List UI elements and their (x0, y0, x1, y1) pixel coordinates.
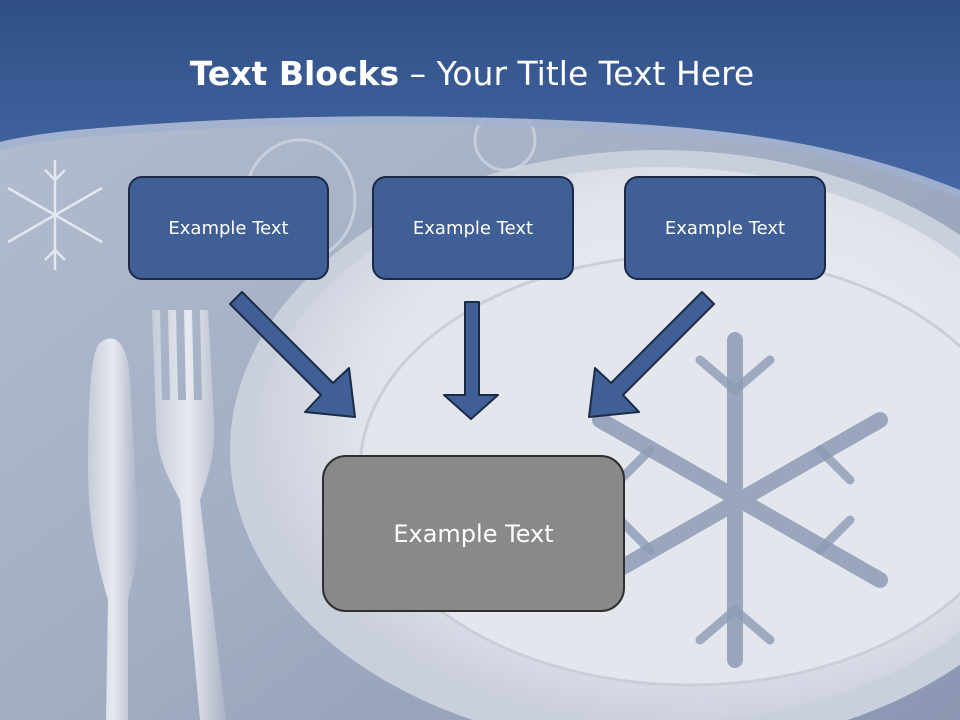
text-block-1-label: Example Text (168, 217, 289, 239)
text-block-3[interactable]: Example Text (624, 176, 826, 280)
title-bold-text: Text Blocks (189, 54, 400, 93)
main-text-block[interactable]: Example Text (322, 455, 625, 612)
text-block-2-label: Example Text (412, 217, 534, 239)
main-text-block-label: Example Text (393, 519, 554, 548)
title-rest-text: – Your Title Text Here (399, 54, 755, 93)
text-block-1[interactable]: Example Text (128, 176, 329, 280)
text-block-2[interactable]: Example Text (372, 176, 574, 280)
text-block-3-label: Example Text (664, 217, 786, 239)
slide-title: Text Blocks – Your Title Text Here (0, 52, 944, 96)
